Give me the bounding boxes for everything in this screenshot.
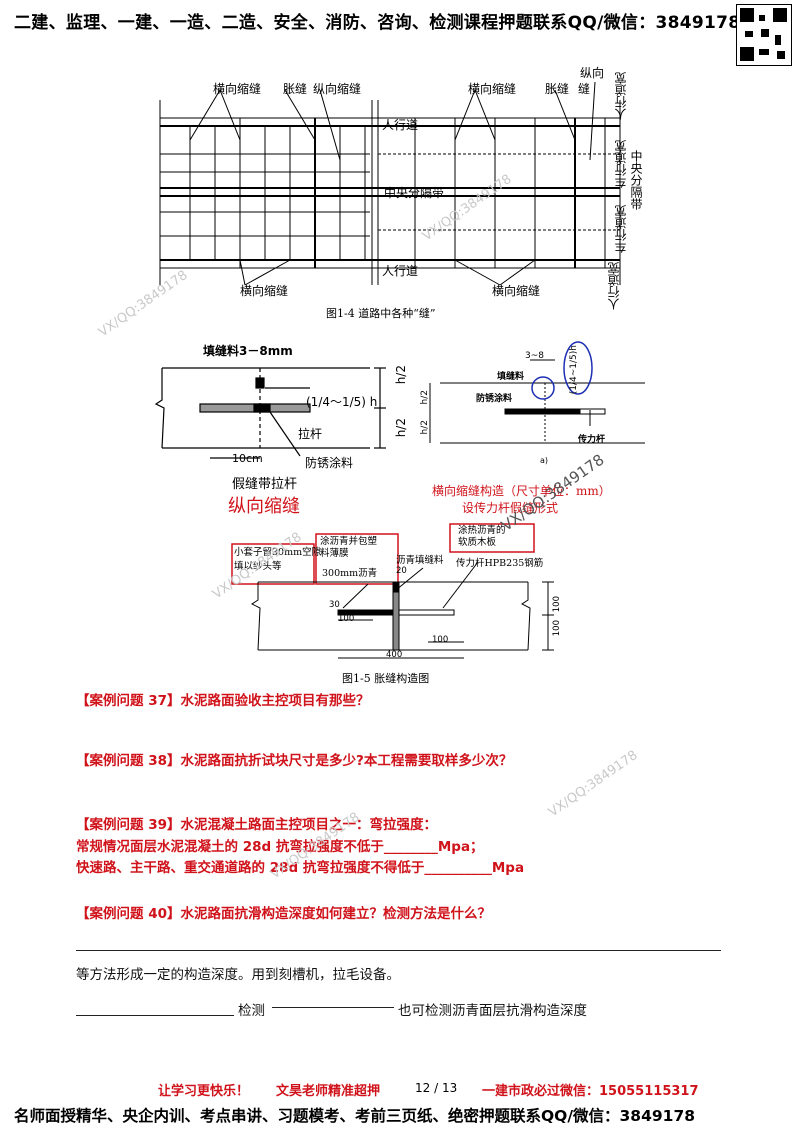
label-filler-transverse: 填缝料 — [497, 372, 525, 382]
label-d30: 30 — [329, 600, 340, 610]
label-longitudinal-joint-1: 纵向缩缝 — [313, 82, 362, 96]
label-ratio-h: (1/4～1/5) h — [306, 395, 378, 409]
label-d20: 20 — [396, 566, 407, 576]
label-d100-b: 100 — [432, 635, 449, 645]
label-dowel-bar: 传力杆 — [578, 435, 606, 445]
label-d100-c: 100 — [552, 596, 562, 613]
label-transverse-joint-1: 横向缩缝 — [213, 82, 262, 96]
figure-1-5-expansion-joint — [231, 523, 554, 659]
figure-1-5-caption: 图1-5 胀缝构造图 — [342, 672, 430, 685]
label-sidewalk-top: 人行道 — [382, 118, 419, 132]
label-ratio-h-transverse: (1/4~1/5)h — [569, 345, 579, 395]
footer-contact: 一建市政必过微信：15055115317 — [482, 1084, 699, 1099]
label-median-vertical: 中央分隔带 — [629, 150, 643, 210]
label-expansion-joint-1: 胀缝 — [283, 82, 308, 96]
label-d100-d: 100 — [552, 620, 562, 637]
label-h2-transverse-top: h/2 — [420, 390, 430, 405]
question-39-line-1: 常规情况面层水泥混凝土的 28d 抗弯拉强度不低于________Mpa； — [76, 839, 484, 855]
label-d400: 400 — [386, 650, 403, 660]
label-transverse-joint-3: 横向缩缝 — [240, 284, 289, 298]
label-sub-a: a) — [540, 456, 549, 465]
label-dowel-hpb235: 传力杆HPB235钢筋 — [456, 558, 544, 569]
label-expansion-joint-2: 胀缝 — [545, 82, 570, 96]
label-false-joint-tie-bar: 假缝带拉杆 — [232, 477, 298, 492]
question-40: 【案例问题 40】水泥路面抗滑构造深度如何建立？检测方法是什么？ — [76, 906, 491, 922]
question-39-title: 【案例问题 39】水泥混凝土路面主控项目之一：弯拉强度： — [76, 817, 437, 833]
footer-teacher: 文昊老师精准超押 — [276, 1084, 381, 1099]
footer-banner: 名师面授精华、央企内训、考点串讲、习题模考、考前三页纸、绝密押题联系QQ/微信：… — [14, 1107, 696, 1125]
label-d100-a: 100 — [338, 614, 355, 624]
label-3-8: 3~8 — [525, 351, 544, 361]
footer-slogan: 让学习更快乐！ — [158, 1084, 250, 1099]
label-longitudinal-shrinkage-joint: 纵向缩缝 — [228, 496, 300, 517]
figure-longitudinal-joint — [154, 367, 386, 459]
label-transverse-joint-4: 横向缩缝 — [492, 284, 541, 298]
label-anticorrosion: 防锈涂料 — [305, 456, 354, 470]
qr-code — [736, 4, 792, 66]
answer-line-1: 等方法形成一定的构造深度。用到刻槽机，拉毛设备。 — [76, 967, 400, 983]
label-transverse-joint-2: 横向缩缝 — [468, 82, 517, 96]
answer-detect: 检测 — [238, 1003, 265, 1019]
label-tie-bar: 拉杆 — [298, 427, 323, 441]
label-asphalt-wrap-note: 涂沥青并包塑 料薄膜 — [320, 536, 378, 559]
label-soft-board: 涂热沥青的 软质木板 — [458, 525, 506, 548]
answer-blank-line — [76, 950, 721, 951]
label-transverse-note-1: 横向缩缝构造（尺寸单位：mm） — [432, 484, 611, 498]
label-h2-bottom: h/2 — [394, 418, 408, 438]
answer-dash-line — [272, 1007, 394, 1008]
footer-page-number: 12 / 13 — [415, 1081, 458, 1095]
answer-line-2-tail: 也可检测沥青面层抗滑构造深度 — [398, 1003, 587, 1019]
header-banner: 二建、监理、一建、一造、二造、安全、消防、咨询、检测课程押题联系QQ/微信：38… — [14, 13, 741, 33]
label-10cm: 10cm — [232, 452, 263, 465]
figure-1-4-joint-plan — [159, 81, 621, 286]
label-sidewalk-width-bottom: 人行道宽 — [607, 262, 621, 310]
question-39-line-2: 快速路、主干路、重交通道路的 28d 抗弯拉强度不得低于__________Mp… — [76, 860, 525, 876]
label-cap-gap-note: 小套子留30mm空隙 填以纱头等 — [234, 547, 322, 572]
label-longitudinal: 纵向 — [580, 66, 605, 80]
label-anticorrosion-transverse: 防锈涂料 — [476, 394, 513, 404]
figure-transverse-joint — [429, 341, 645, 444]
question-38: 【案例问题 38】水泥路面抗折试块尺寸是多少?本工程需要取样多少次？ — [76, 753, 513, 769]
label-asphalt-filler: 沥青填缝料 — [396, 555, 444, 566]
label-joint-suffix: 缝 — [578, 82, 591, 96]
watermark-5: VX/QQ:3849178 — [546, 747, 641, 821]
label-sidewalk-width-top: 人行道宽 — [614, 72, 628, 120]
label-lane-width-top: 车行道宽 — [614, 140, 628, 188]
label-lane-width-bottom: 车行道宽 — [614, 205, 628, 253]
label-h2-top: h/2 — [394, 365, 408, 385]
label-median: 中央分隔带 — [384, 186, 445, 200]
label-transverse-note-2: 设传力杆假缝形式 — [462, 501, 559, 515]
question-37: 【案例问题 37】水泥路面验收主控项目有那些？ — [76, 693, 370, 709]
figure-1-4-caption: 图1-4 道路中各种“缝” — [326, 307, 436, 320]
label-h2-transverse-bottom: h/2 — [420, 420, 430, 435]
answer-blank-short — [76, 1015, 234, 1016]
label-300mm-asphalt: 300mm沥青 — [322, 568, 378, 579]
label-sidewalk-bottom: 人行道 — [382, 264, 419, 278]
label-filler-3-8: 填缝料3－8mm — [203, 344, 293, 358]
